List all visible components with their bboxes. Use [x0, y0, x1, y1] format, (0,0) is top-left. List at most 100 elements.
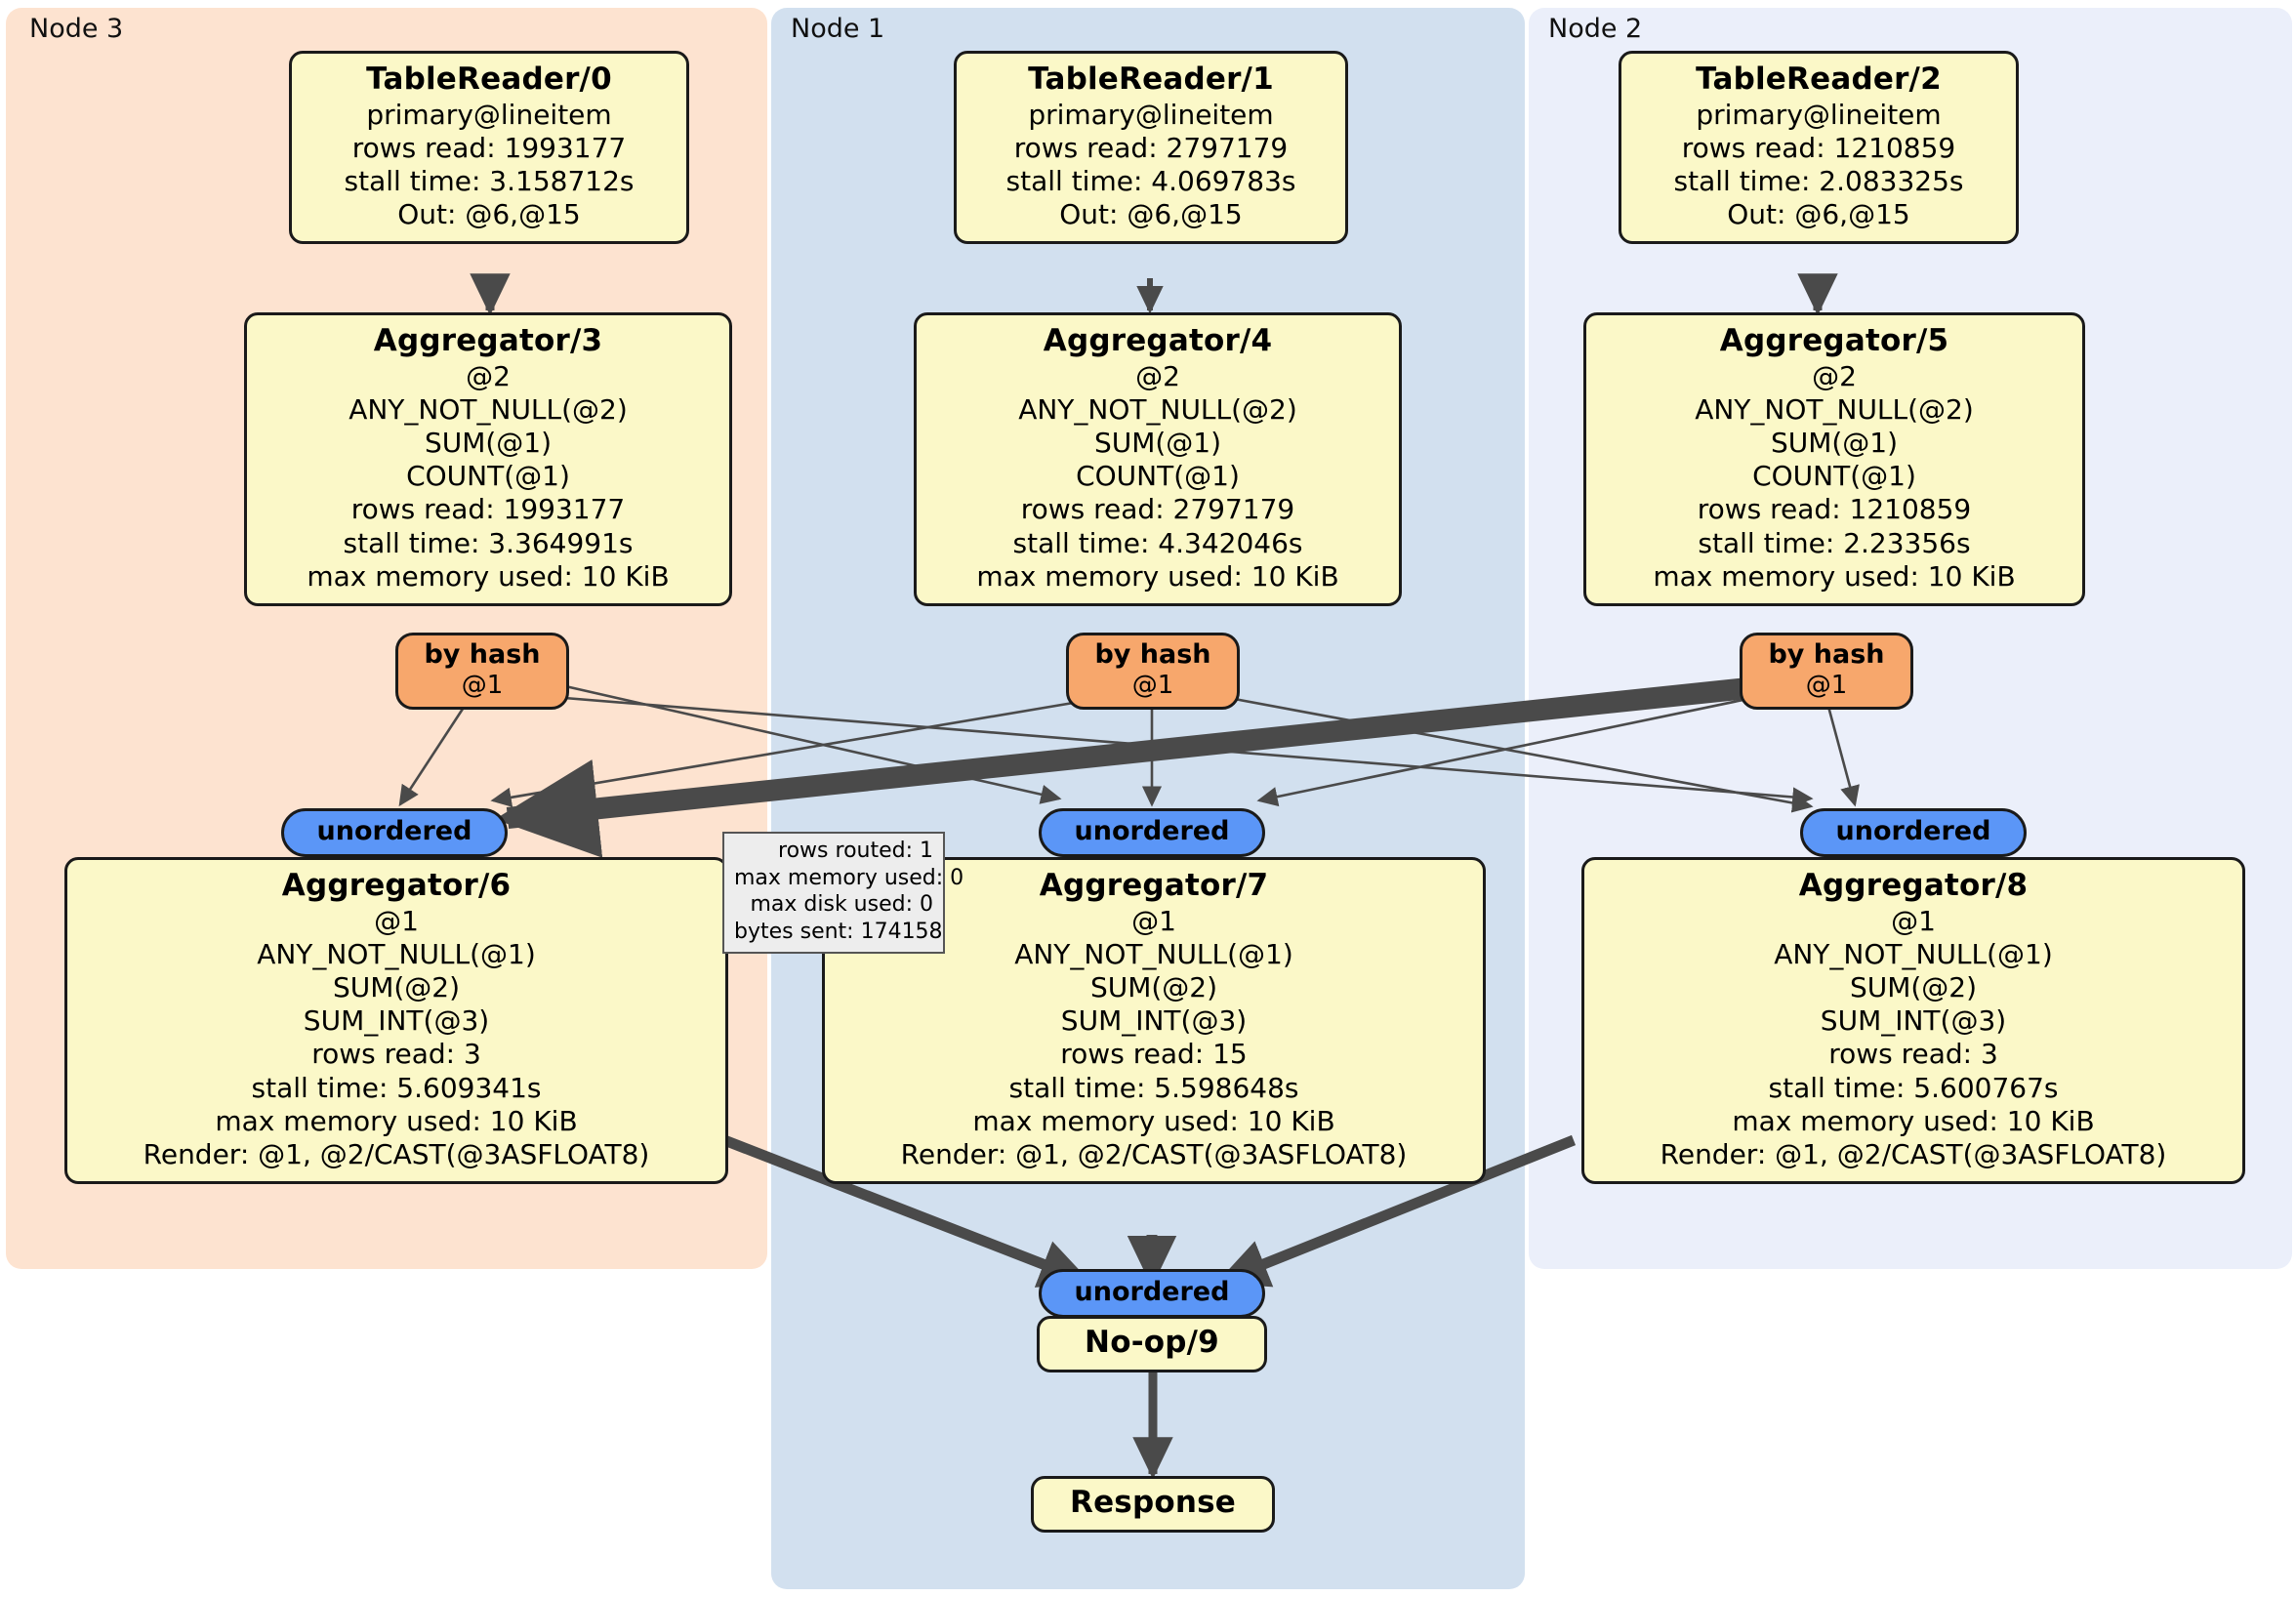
operator-detail: stall time: 4.069783s [1005, 165, 1296, 198]
operator-title: Aggregator/8 [1798, 868, 2029, 903]
operator-detail: COUNT(@1) [1076, 460, 1240, 493]
operator-detail: SUM(@1) [1093, 427, 1222, 460]
operator-title: No-op/9 [1085, 1325, 1219, 1360]
operator-detail: @1 [1891, 904, 1936, 937]
operator-detail: max memory used: 10 KiB [307, 559, 670, 593]
operator-detail: max memory used: 10 KiB [1732, 1104, 2095, 1137]
operator-detail: max memory used: 10 KiB [976, 559, 1339, 593]
router-subtitle: @1 [1805, 671, 1848, 701]
operator-detail: primary@lineitem [1696, 98, 1942, 131]
operator-detail: rows read: 3 [1828, 1038, 1998, 1071]
router-title: by hash [424, 639, 541, 670]
operator-aggregator-5[interactable]: Aggregator/5 @2 ANY_NOT_NULL(@2) SUM(@1)… [1583, 312, 2085, 606]
stats-line: rows routed: 1 [778, 839, 933, 863]
operator-detail: ANY_NOT_NULL(@2) [348, 392, 628, 426]
operator-detail: rows read: 3 [311, 1038, 481, 1071]
operator-detail: COUNT(@1) [1752, 460, 1916, 493]
operator-aggregator-3[interactable]: Aggregator/3 @2 ANY_NOT_NULL(@2) SUM(@1)… [244, 312, 732, 606]
router-title: by hash [1094, 639, 1211, 670]
operator-detail: stall time: 2.083325s [1673, 165, 1964, 198]
operator-title: Aggregator/5 [1719, 323, 1949, 358]
operator-title: Aggregator/7 [1039, 868, 1269, 903]
operator-title: TableReader/2 [1696, 61, 1942, 97]
operator-title: Aggregator/4 [1043, 323, 1273, 358]
stream-unordered-node-2[interactable]: unordered [1800, 808, 2027, 858]
operator-detail: rows read: 1993177 [351, 131, 627, 164]
operator-detail: ANY_NOT_NULL(@1) [257, 937, 536, 970]
operator-detail: SUM_INT(@3) [1060, 1004, 1248, 1038]
operator-detail: Out: @6,@15 [1059, 198, 1243, 231]
operator-detail: rows read: 2797179 [1013, 131, 1289, 164]
operator-detail: @2 [466, 359, 511, 392]
router-by-hash-node-2[interactable]: by hash @1 [1740, 633, 1913, 711]
stream-title: unordered [316, 816, 472, 846]
operator-table-reader-0[interactable]: TableReader/0 primary@lineitem rows read… [289, 51, 689, 245]
operator-detail: Render: @1, @2/CAST(@3ASFLOAT8) [143, 1137, 650, 1170]
operator-detail: rows read: 1993177 [350, 493, 626, 526]
stream-stats-tooltip: rows routed: 1 max memory used: 0 max di… [722, 832, 964, 954]
operator-detail: rows read: 1210859 [1697, 493, 1972, 526]
operator-aggregator-8[interactable]: Aggregator/8 @1 ANY_NOT_NULL(@1) SUM(@2)… [1581, 857, 2245, 1185]
cluster-label-node-1: Node 1 [791, 14, 885, 44]
operator-detail: rows read: 1210859 [1681, 131, 1956, 164]
operator-detail: max memory used: 10 KiB [1653, 559, 2016, 593]
stream-title: unordered [1074, 816, 1230, 846]
operator-table-reader-2[interactable]: TableReader/2 primary@lineitem rows read… [1619, 51, 2019, 245]
operator-detail: max memory used: 10 KiB [215, 1104, 578, 1137]
operator-detail: Out: @6,@15 [1727, 198, 1910, 231]
operator-detail: @1 [374, 904, 419, 937]
operator-response[interactable]: Response [1031, 1476, 1275, 1533]
router-title: by hash [1768, 639, 1885, 670]
stream-unordered-node-3[interactable]: unordered [281, 808, 508, 858]
operator-detail: SUM_INT(@3) [303, 1004, 490, 1038]
operator-detail: stall time: 4.342046s [1012, 526, 1303, 559]
operator-detail: ANY_NOT_NULL(@2) [1018, 392, 1297, 426]
operator-detail: SUM_INT(@3) [1820, 1004, 2007, 1038]
stream-unordered-node-1[interactable]: unordered [1039, 808, 1265, 858]
stats-line: max memory used: 0 [734, 865, 964, 890]
operator-detail: Render: @1, @2/CAST(@3ASFLOAT8) [900, 1137, 1408, 1170]
cluster-label-node-2: Node 2 [1548, 14, 1643, 44]
operator-title: TableReader/0 [366, 61, 612, 97]
operator-detail: rows read: 2797179 [1020, 493, 1295, 526]
stream-unordered-final[interactable]: unordered [1039, 1269, 1265, 1319]
operator-detail: COUNT(@1) [406, 460, 570, 493]
operator-detail: Render: @1, @2/CAST(@3ASFLOAT8) [1660, 1137, 2167, 1170]
operator-detail: ANY_NOT_NULL(@1) [1014, 937, 1293, 970]
operator-detail: ANY_NOT_NULL(@2) [1695, 392, 1974, 426]
operator-detail: Out: @6,@15 [397, 198, 581, 231]
operator-detail: stall time: 5.609341s [251, 1071, 542, 1104]
stats-line: bytes sent: 174158 [734, 920, 943, 945]
operator-detail: max memory used: 10 KiB [972, 1104, 1335, 1137]
operator-aggregator-6[interactable]: Aggregator/6 @1 ANY_NOT_NULL(@1) SUM(@2)… [64, 857, 728, 1185]
router-by-hash-node-3[interactable]: by hash @1 [395, 633, 569, 711]
operator-title: Aggregator/3 [373, 323, 603, 358]
router-by-hash-node-1[interactable]: by hash @1 [1066, 633, 1240, 711]
stats-line: max disk used: 0 [750, 892, 933, 918]
operator-title: TableReader/1 [1028, 61, 1274, 97]
operator-detail: stall time: 2.23356s [1698, 526, 1971, 559]
operator-detail: primary@lineitem [1028, 98, 1274, 131]
operator-detail: primary@lineitem [366, 98, 612, 131]
stream-title: unordered [1074, 1277, 1230, 1307]
operator-detail: @2 [1135, 359, 1180, 392]
operator-detail: SUM(@2) [332, 971, 461, 1004]
operator-detail: stall time: 3.158712s [344, 165, 635, 198]
operator-detail: @2 [1812, 359, 1857, 392]
operator-detail: stall time: 5.600767s [1768, 1071, 2059, 1104]
operator-title: Aggregator/6 [281, 868, 512, 903]
operator-table-reader-1[interactable]: TableReader/1 primary@lineitem rows read… [954, 51, 1348, 245]
operator-detail: SUM(@1) [424, 427, 553, 460]
operator-detail: SUM(@2) [1849, 971, 1978, 1004]
operator-title: Response [1070, 1485, 1236, 1520]
operator-detail: rows read: 15 [1060, 1038, 1248, 1071]
operator-aggregator-4[interactable]: Aggregator/4 @2 ANY_NOT_NULL(@2) SUM(@1)… [914, 312, 1402, 606]
router-subtitle: @1 [461, 671, 504, 701]
operator-no-op-9[interactable]: No-op/9 [1037, 1316, 1267, 1372]
operator-detail: stall time: 5.598648s [1008, 1071, 1299, 1104]
operator-detail: SUM(@1) [1770, 427, 1899, 460]
operator-detail: SUM(@2) [1089, 971, 1218, 1004]
operator-detail: @1 [1131, 904, 1176, 937]
cluster-label-node-3: Node 3 [29, 14, 124, 44]
